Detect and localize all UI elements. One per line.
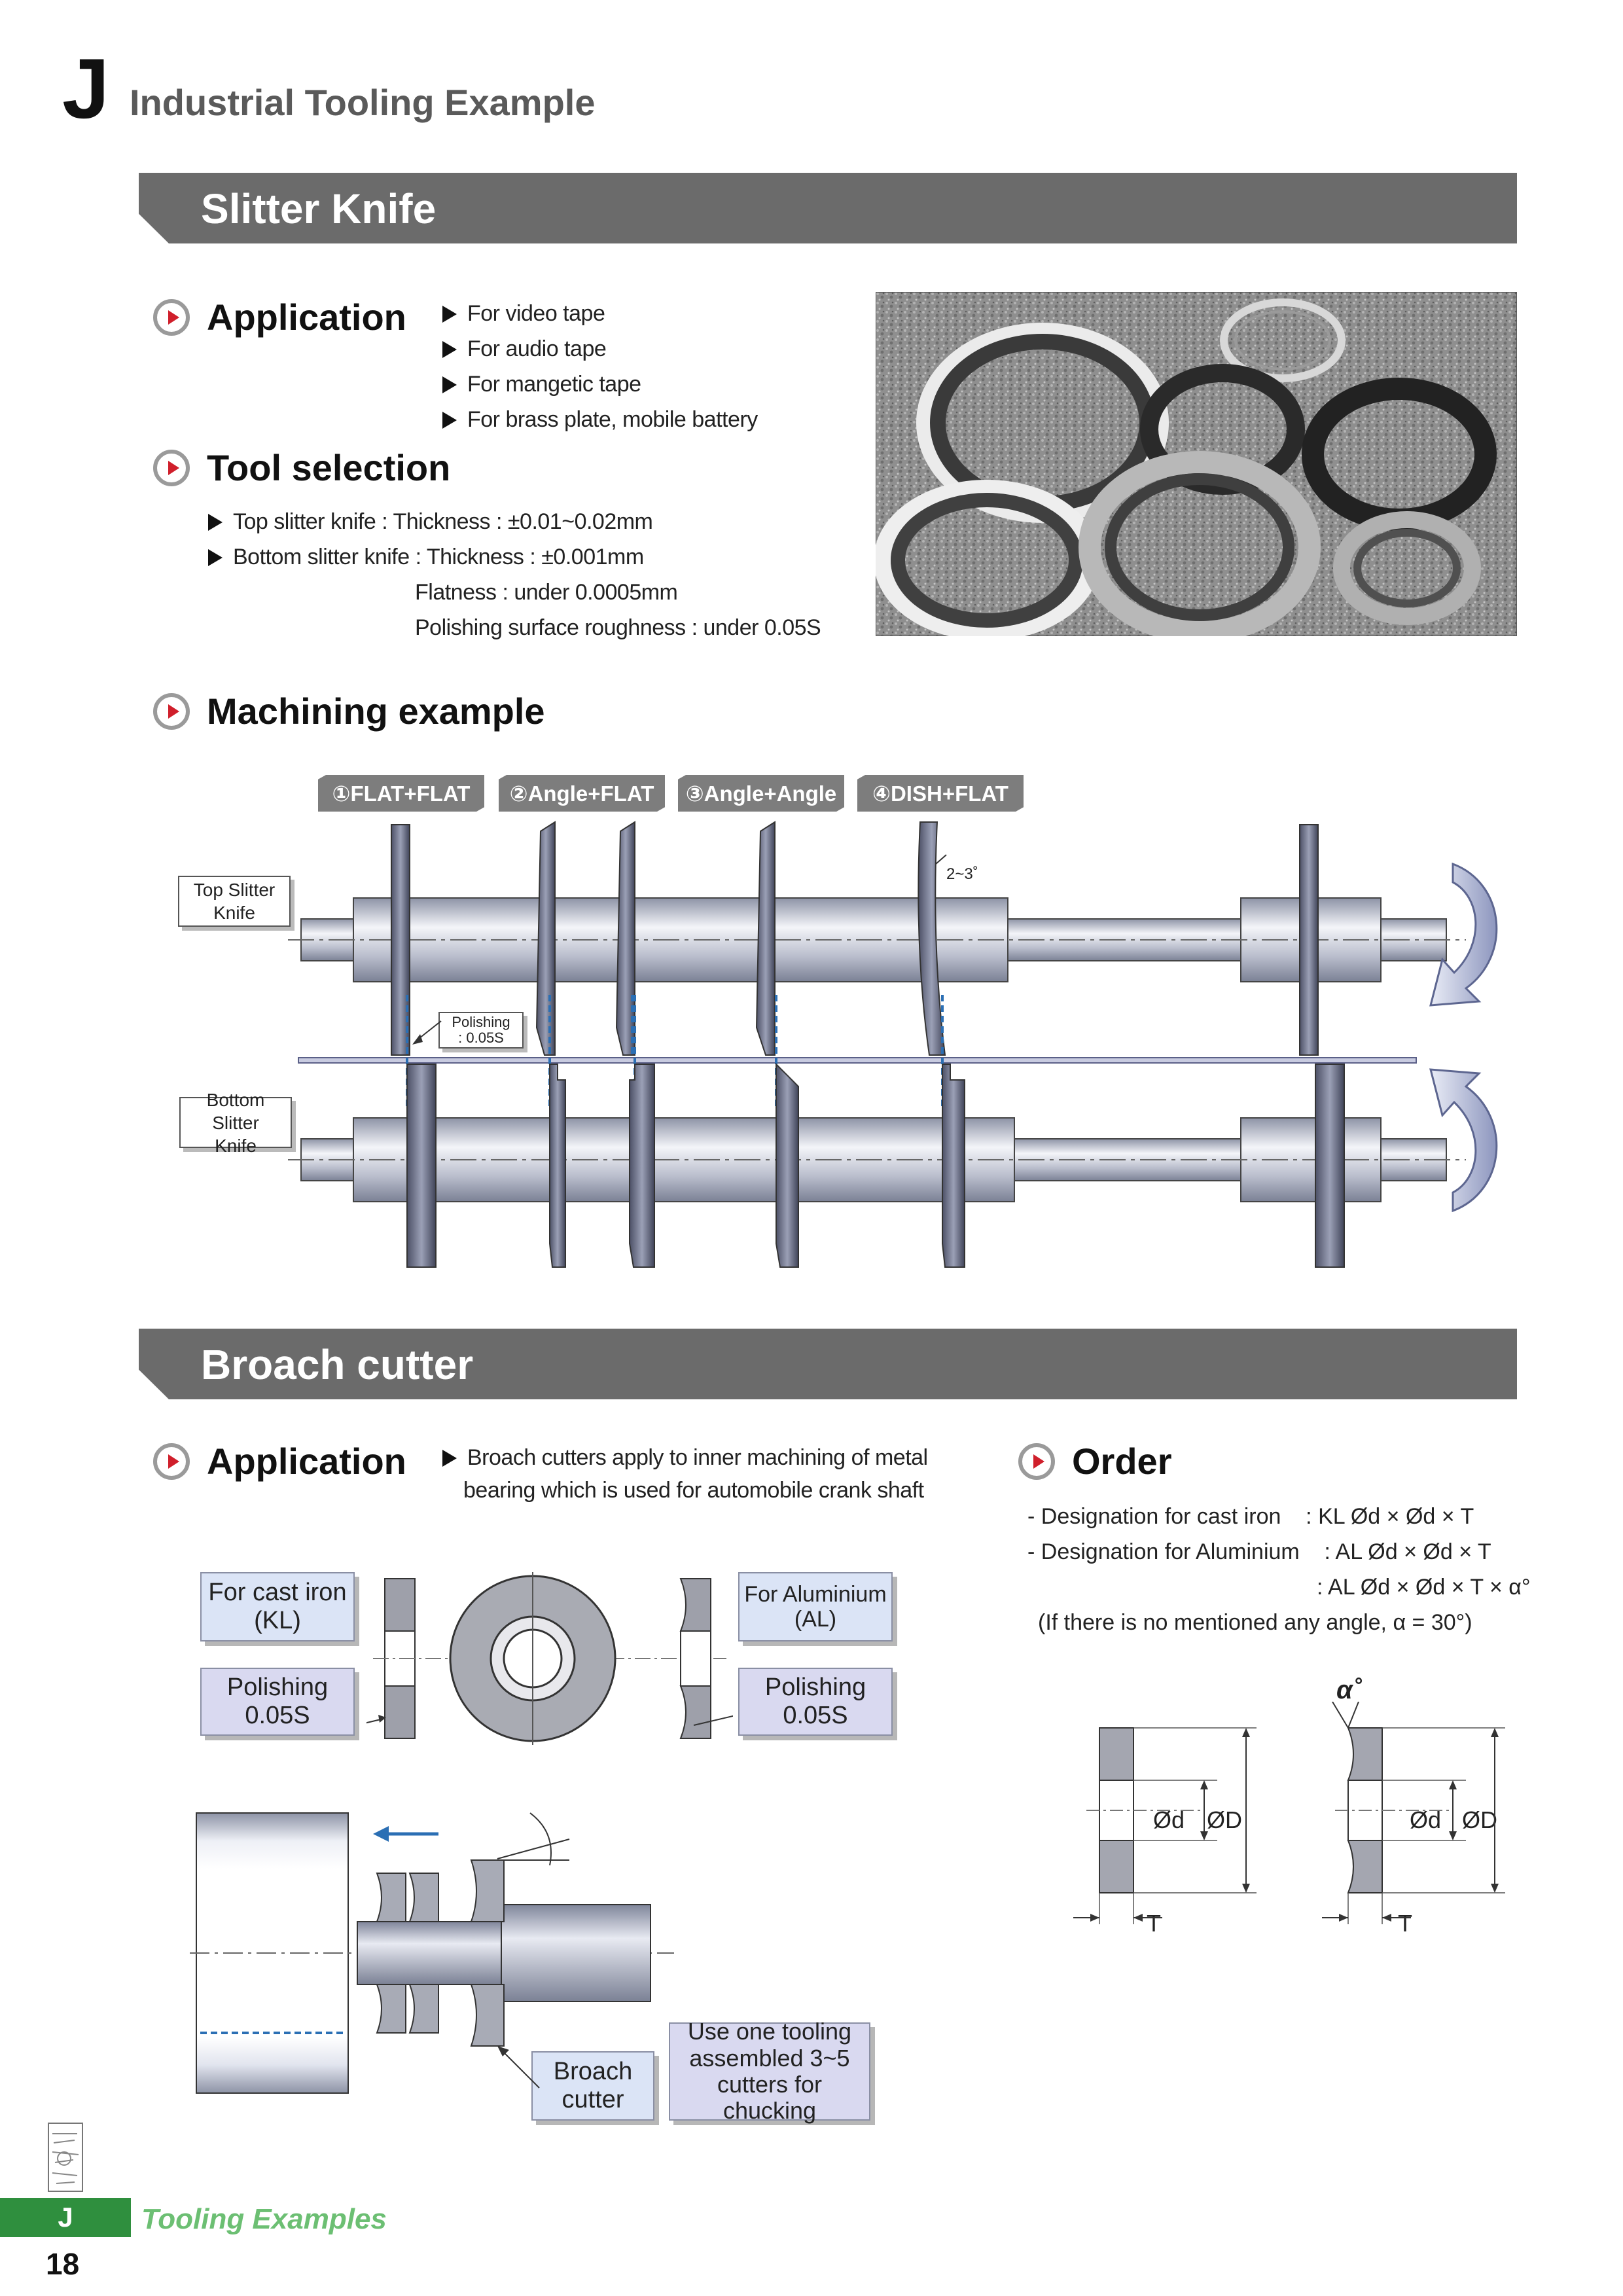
play-icon [153,298,190,336]
dim-D-left: ØD [1207,1806,1242,1833]
broach-assembly-diagram [190,1812,674,2094]
aluminium-profile [679,1578,711,1739]
direction-arrow-icon [373,1826,438,1842]
triangle-bullet-icon [208,514,223,531]
top-shaft [288,897,1466,982]
top-knives [391,821,1319,1056]
triangle-bullet-icon [442,1450,457,1467]
slitter-knives-photo [876,292,1517,636]
tool-flatness-spec: Flatness : under 0.0005mm [415,580,678,605]
machining-example-heading: Machining example [153,690,545,732]
dish-angle-label: 2~3˚ [946,865,978,883]
tool-roughness-spec: Polishing surface roughness : under 0.05… [415,615,821,640]
slitter-application-heading: Application [153,296,406,338]
order-line-aluminium-angle: : AL Ød × Ød × T × α° [1317,1575,1531,1600]
polishing-label: Polishing: 0.05S [438,1012,524,1049]
page-title: Industrial Tooling Example [130,82,596,123]
play-icon [1018,1443,1055,1480]
tool-bottom-knife-spec: Bottom slitter knife : Thickness : ±0.00… [208,545,644,570]
bottom-rotation-arrow-icon [1429,1068,1498,1213]
dim-D-right: ØD [1462,1806,1497,1833]
tool-drawing-icon [48,2123,83,2192]
dim-T-left: T [1147,1910,1161,1937]
slitter-section-band: Slitter Knife [139,173,1517,243]
broach-application-line2: bearing which is used for automobile cra… [463,1478,924,1503]
broach-application-line1: Broach cutters apply to inner machining … [442,1445,928,1471]
order-line-aluminium: - Designation for Aluminium : AL Ød × Ød… [1027,1539,1491,1564]
chapter-letter: J [62,41,110,136]
list-item: For video tape [442,296,758,331]
slitter-machining-diagram [288,821,1498,1268]
triangle-bullet-icon [442,376,457,393]
triangle-bullet-icon [442,306,457,323]
bottom-knives [406,1062,1345,1268]
tool-top-knife-spec: Top slitter knife : Thickness : ±0.01~0.… [208,509,653,535]
play-icon [153,692,190,730]
slitter-application-list: For video tape For audio tape For manget… [442,296,758,437]
top-rotation-arrow-icon [1429,862,1498,1007]
list-item: For brass plate, mobile battery [442,402,758,437]
order-line-cast-iron: - Designation for cast iron : KL Ød × Ød… [1027,1504,1474,1529]
tab-dish-flat: ④DISH+FLAT [857,775,1024,812]
tab-angle-flat: ②Angle+FLAT [499,775,665,812]
broach-application-heading: Application [153,1440,406,1482]
ring-front-view [449,1572,616,1745]
material-web [298,1057,1417,1064]
broach-section-title: Broach cutter [201,1341,474,1388]
play-icon [153,1443,190,1480]
tool-selection-heading: Tool selection [153,446,450,489]
triangle-bullet-icon [208,549,223,566]
dim-T-right: T [1398,1910,1412,1937]
footer-chapter-tab: J [0,2198,131,2237]
triangle-bullet-icon [442,412,457,429]
order-line-default-angle: (If there is no mentioned any angle, α =… [1038,1610,1472,1635]
broach-section-band: Broach cutter [139,1329,1517,1399]
alpha-label: α˚ [1336,1676,1362,1704]
order-heading: Order [1018,1440,1172,1482]
footer-section-name: Tooling Examples [141,2203,387,2235]
tab-flat-flat: ①FLAT+FLAT [318,775,484,812]
play-icon [153,449,190,486]
cut-guide-lines [406,995,944,1106]
triangle-bullet-icon [442,341,457,358]
tab-angle-angle: ③Angle+Angle [678,775,844,812]
broach-shank [501,1904,651,2002]
list-item: For mangetic tape [442,367,758,402]
list-item: For audio tape [442,331,758,367]
slitter-section-title: Slitter Knife [201,185,437,232]
bottom-shaft [288,1117,1466,1202]
page-number: 18 [46,2247,80,2281]
for-cast-iron-box: For cast iron(KL) [200,1572,355,1641]
order-dimension-diagram [1073,1702,1505,1924]
broach-cross-section-diagram [366,1572,733,1745]
al-profile [1322,1702,1505,1924]
broach-arbor [357,1921,502,1985]
broach-cutters [376,1859,505,2047]
kl-profile [1073,1727,1257,1924]
for-aluminium-box: For Aluminium(AL) [738,1572,893,1641]
